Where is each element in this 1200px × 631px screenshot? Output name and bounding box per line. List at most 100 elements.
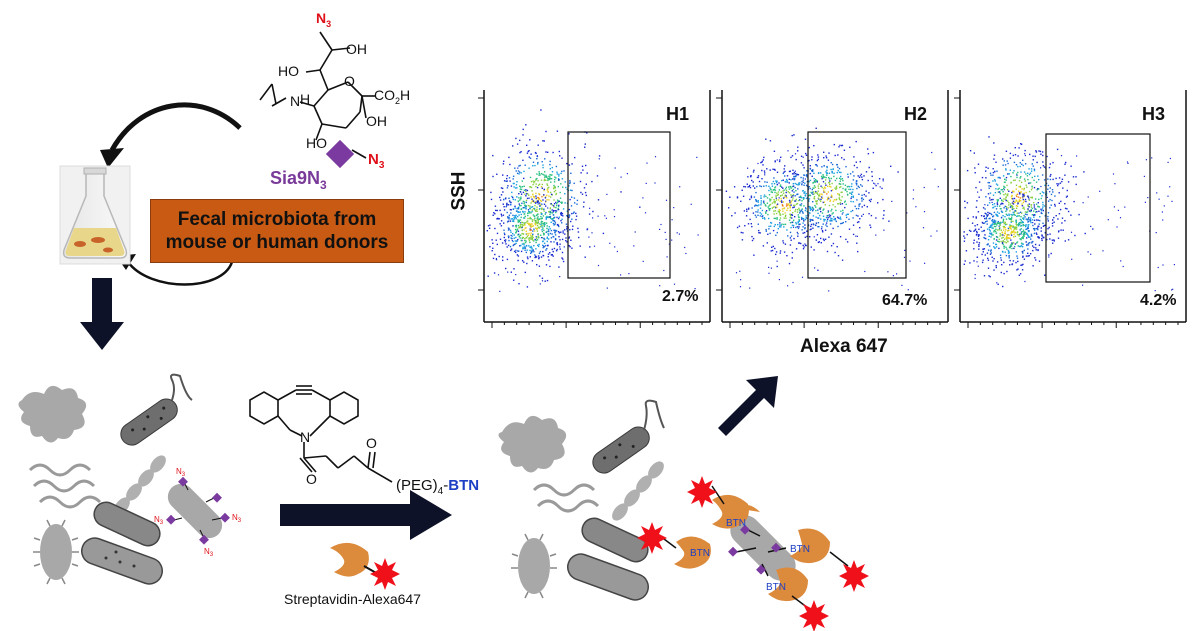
event-dot [505, 180, 507, 182]
event-dot [788, 178, 790, 180]
event-dot [766, 168, 768, 170]
event-dot [1014, 179, 1016, 181]
event-dot [1114, 183, 1116, 185]
event-dot [540, 212, 542, 214]
event-dot [553, 236, 555, 238]
event-dot [783, 217, 785, 219]
event-dot [1061, 217, 1064, 219]
event-dot [571, 247, 573, 249]
event-dot [857, 175, 859, 177]
event-dot [521, 224, 523, 226]
event-dot [812, 207, 814, 209]
event-dot [851, 193, 853, 195]
event-dot [512, 240, 514, 243]
event-dot [506, 258, 509, 261]
event-dot [761, 215, 763, 218]
event-dot [993, 211, 996, 214]
event-dot [937, 186, 939, 188]
event-dot [915, 206, 917, 208]
event-dot [526, 286, 529, 288]
event-dot [654, 156, 657, 158]
event-dot [554, 223, 556, 226]
event-dot [988, 182, 991, 184]
event-dot [995, 243, 997, 246]
event-dot [1004, 205, 1006, 208]
event-dot [887, 271, 889, 273]
event-dot [1020, 228, 1022, 230]
event-dot [1052, 161, 1054, 164]
event-dot [823, 208, 825, 210]
event-dot [779, 217, 782, 219]
event-dot [527, 222, 529, 224]
event-dot [1019, 193, 1021, 195]
event-dot [1020, 191, 1022, 193]
event-dot [1024, 211, 1027, 213]
event-dot [1000, 257, 1002, 259]
event-dot [548, 199, 550, 201]
event-dot [1027, 208, 1029, 210]
event-dot [774, 191, 776, 194]
event-dot [828, 204, 831, 207]
event-dot [800, 162, 803, 164]
event-dot [870, 226, 872, 229]
banner-line-2: mouse or human donors [165, 232, 389, 253]
event-dot [1013, 197, 1016, 200]
event-dot [839, 218, 841, 220]
event-dot [861, 215, 863, 217]
event-dot [1028, 206, 1030, 208]
event-dot [1042, 165, 1045, 167]
event-dot [528, 194, 530, 196]
event-dot [541, 226, 543, 228]
event-dot [543, 229, 545, 231]
event-dot [1050, 204, 1052, 206]
event-dot [1035, 211, 1037, 213]
event-dot [790, 204, 792, 206]
event-dot [790, 179, 792, 181]
event-dot [1016, 226, 1018, 228]
event-dot [598, 155, 601, 157]
event-dot [865, 171, 868, 173]
event-dot [559, 276, 561, 278]
event-dot [861, 200, 863, 202]
event-dot [761, 209, 764, 212]
event-dot [535, 197, 537, 199]
event-dot [523, 185, 525, 187]
event-dot [506, 202, 508, 205]
event-dot [774, 160, 776, 162]
event-dot [749, 184, 751, 187]
event-dot [999, 221, 1002, 224]
event-dot [735, 272, 738, 274]
azide-diamond-icon: N3 [325, 139, 385, 171]
event-dot [1006, 214, 1008, 216]
event-dot [822, 215, 825, 217]
event-dot [547, 187, 549, 189]
event-dot [531, 238, 533, 240]
event-dot [753, 196, 756, 198]
event-dot [1049, 198, 1051, 201]
event-dot [520, 204, 522, 207]
event-dot [904, 249, 906, 251]
event-dot [509, 201, 511, 203]
event-dot [528, 237, 530, 239]
event-dot [792, 226, 795, 228]
event-dot [838, 182, 841, 185]
event-dot [518, 173, 520, 175]
event-dot [827, 196, 830, 199]
event-dot [794, 178, 796, 180]
event-dot [568, 216, 570, 219]
event-dot [1056, 183, 1058, 185]
event-dot [769, 169, 771, 171]
event-dot [1002, 218, 1005, 220]
event-dot [1022, 218, 1025, 220]
event-dot [521, 260, 524, 262]
event-dot [850, 197, 852, 200]
event-dot [1010, 228, 1012, 230]
event-dot [809, 179, 812, 182]
event-dot [777, 199, 780, 201]
event-dot [520, 216, 522, 219]
event-dot [512, 219, 515, 221]
event-dot [551, 233, 553, 235]
event-dot [1005, 254, 1008, 257]
event-dot [561, 178, 564, 180]
event-dot [992, 168, 994, 170]
